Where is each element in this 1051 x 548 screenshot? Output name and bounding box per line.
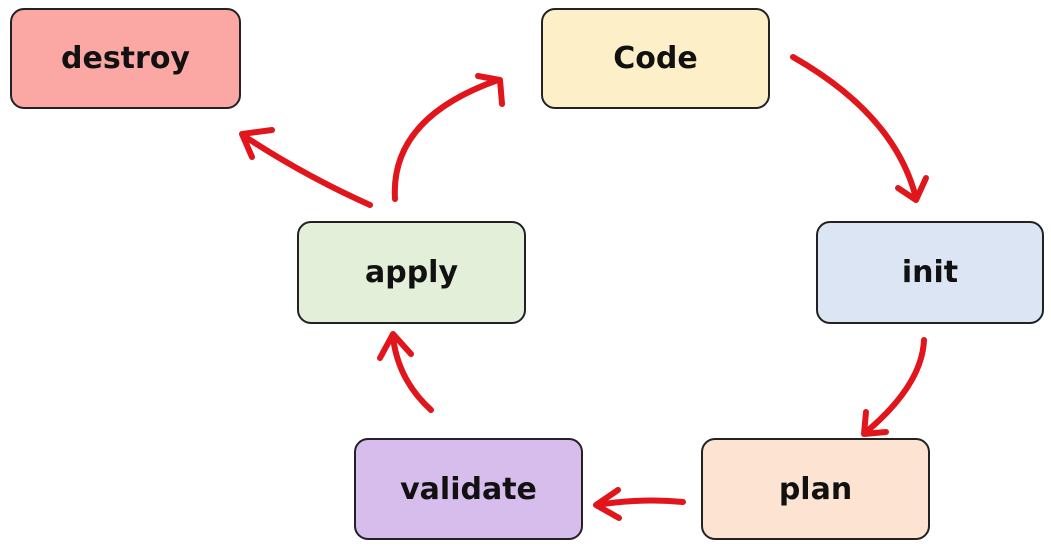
node-destroy: destroy	[10, 8, 241, 109]
arrow-init-to-plan	[863, 337, 927, 435]
node-destroy-label: destroy	[61, 41, 190, 76]
node-plan-label: plan	[778, 471, 853, 507]
arrowhead-code-to-init	[895, 175, 929, 203]
node-code: Code	[541, 8, 770, 109]
node-code-label: Code	[613, 41, 698, 76]
arrow-validate-to-apply	[390, 334, 434, 413]
node-init: init	[816, 221, 1044, 324]
node-apply: apply	[297, 221, 526, 324]
arrowhead-apply-to-code	[475, 73, 505, 107]
node-apply-label: apply	[364, 255, 459, 290]
node-validate-label: validate	[400, 471, 537, 507]
arrow-apply-to-destroy	[241, 133, 373, 208]
arrow-code-to-init	[790, 54, 919, 201]
arrowhead-plan-to-validate	[593, 487, 622, 521]
arrowhead-validate-to-apply	[377, 331, 414, 361]
node-plan: plan	[701, 438, 930, 540]
node-validate: validate	[354, 438, 583, 540]
arrowhead-apply-to-destroy	[239, 127, 275, 160]
arrow-apply-to-code	[391, 77, 501, 202]
arrowhead-init-to-plan	[861, 409, 889, 437]
node-init-label: init	[901, 255, 959, 290]
arrow-plan-to-validate	[594, 497, 686, 508]
